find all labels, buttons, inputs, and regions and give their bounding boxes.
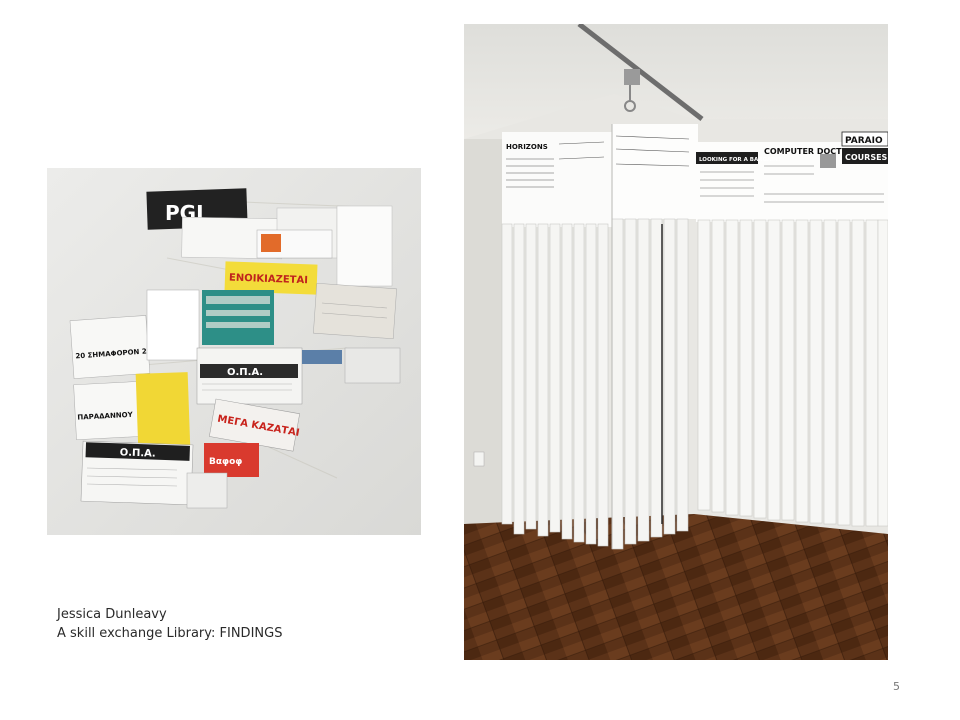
wall-posters-image: PGI ΕΝΟΙΚΙΑΖΕΤΑΙ 20 ΣΗΜΑΦΟΡΟΝ 2013 ΠΑΡΑΔ…	[47, 168, 421, 535]
caption-author: Jessica Dunleavy	[57, 607, 167, 622]
poster-label: COURSES O	[845, 153, 888, 162]
page-number: 5	[893, 680, 900, 693]
poster	[204, 443, 259, 477]
poster-label: Ο.Π.Α.	[227, 367, 263, 378]
poster-label: HORIZONS	[506, 143, 548, 151]
poster-label: LOOKING FOR A BARGAIN?	[699, 157, 781, 163]
installation-image: HORIZONS LOOKING FOR A BARGA	[464, 24, 888, 660]
poster-label: ΕΝΟΙΚΙΑΖΕΤΑΙ	[229, 273, 308, 287]
slide-caption: Jessica Dunleavy A skill exchange Librar…	[57, 605, 282, 643]
poster-label: PARAIO	[845, 136, 883, 146]
paper-strips-left: HORIZONS	[501, 124, 698, 550]
paper-strips-right: LOOKING FOR A BARGAIN? COMPUTER DOCTOR P…	[696, 131, 888, 527]
wall-posters-photo: PGI ΕΝΟΙΚΙΑΖΕΤΑΙ 20 ΣΗΜΑΦΟΡΟΝ 2013 ΠΑΡΑΔ…	[47, 168, 421, 535]
caption-title: A skill exchange Library: FINDINGS	[57, 626, 283, 641]
poster-label: Ο.Π.Α.	[119, 447, 155, 459]
poster	[224, 261, 318, 295]
poster-label: ΠΑΡΑΔΑΝΝΟΥ	[77, 411, 134, 422]
poster-label: Βαφοφ	[209, 457, 242, 467]
installation-photo: HORIZONS LOOKING FOR A BARGA	[464, 24, 888, 660]
poster-label: COMPUTER DOCTOR	[764, 147, 855, 156]
poster	[69, 315, 151, 379]
poster	[135, 372, 191, 452]
